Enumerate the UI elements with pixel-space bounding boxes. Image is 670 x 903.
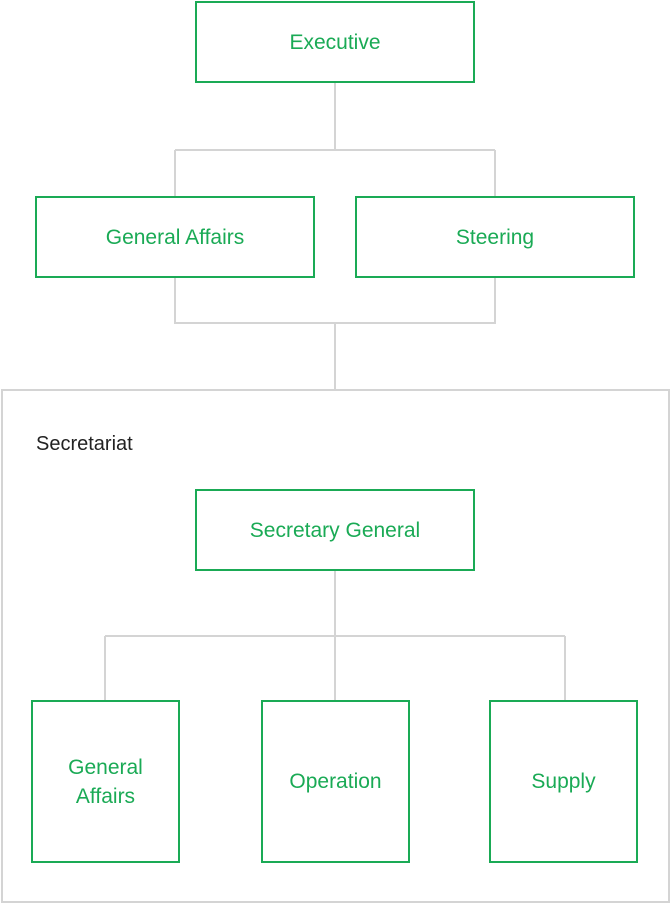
secretariat-label: Secretariat [36, 433, 133, 455]
general-affairs-node: General Affairs [35, 196, 315, 278]
committees-to-secretariat-connector [174, 278, 496, 390]
supply-node: Supply [489, 700, 638, 863]
secretary-general-to-departments-connector [104, 571, 566, 701]
executive-node: Executive [195, 1, 475, 83]
secretary-general-node: Secretary General [195, 489, 475, 571]
operation-node: Operation [261, 700, 410, 863]
secretariat-general-affairs-node: General Affairs [31, 700, 180, 863]
steering-node: Steering [355, 196, 635, 278]
executive-to-committees-connector [174, 83, 496, 196]
secretariat-group [1, 389, 670, 903]
